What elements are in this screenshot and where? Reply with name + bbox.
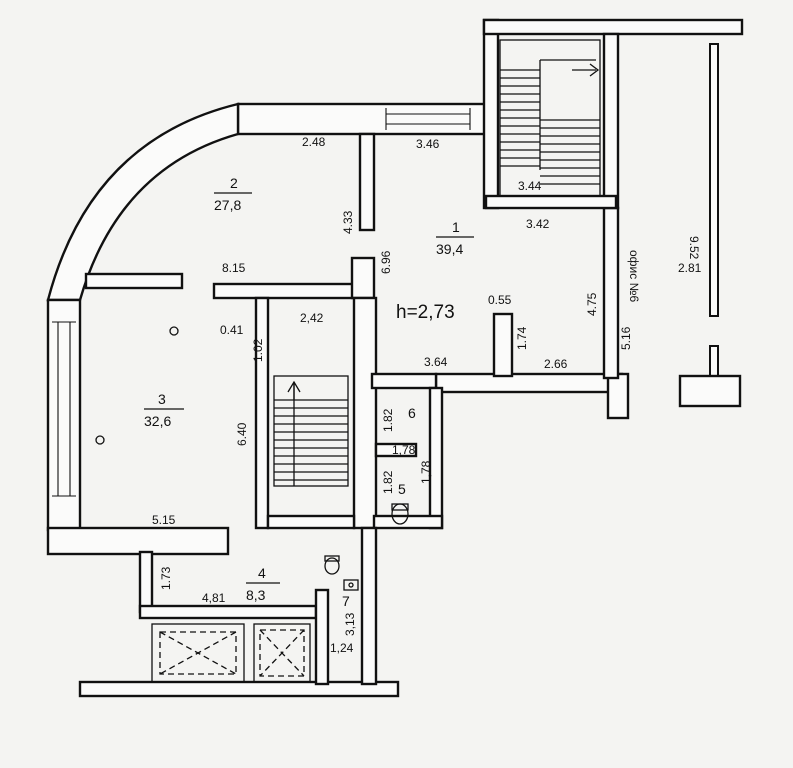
dimension: 5.16 [619, 326, 633, 350]
room-number: 2 [230, 175, 238, 191]
sink-room-7 [343, 579, 359, 591]
dimension: 1.82 [381, 470, 395, 494]
room-number: 5 [398, 481, 406, 497]
room-area: 8,3 [246, 587, 266, 603]
dimension: 0.55 [488, 293, 512, 307]
dimension: 6.40 [235, 422, 249, 446]
toilet-room-5 [391, 503, 409, 525]
dimension: 3.44 [518, 179, 542, 193]
dimension: 4,81 [202, 591, 226, 605]
dimension: 3,13 [343, 612, 357, 636]
windows [52, 108, 471, 497]
dimension: 5.15 [152, 513, 176, 527]
dimension: 4.33 [341, 210, 355, 234]
lift-shaft-right [253, 623, 311, 683]
dimension-labels: 2.48 3.46 3.44 3.42 4.33 6.96 8.15 0.41 … [152, 135, 702, 655]
lift-shaft-left [151, 623, 245, 683]
room-labels: 2 27,8 1 39,4 3 32,6 4 8,3 5 6 7 h=2,73 … [144, 175, 641, 609]
dimension: 1.74 [515, 326, 529, 350]
dimension: 8.15 [222, 261, 246, 275]
room-number: 4 [258, 565, 266, 581]
room-area: 27,8 [214, 197, 241, 213]
office-label: офис №6 [627, 250, 641, 302]
room-number: 6 [408, 405, 416, 421]
dimension: 2,42 [300, 311, 324, 325]
stairs-upper [499, 39, 601, 197]
dimension: 1.73 [159, 566, 173, 590]
column-marker [169, 326, 179, 336]
dimension: 1.82 [381, 408, 395, 432]
dimension: 2.48 [302, 135, 326, 149]
toilet-room-7 [324, 555, 340, 575]
ceiling-height: h=2,73 [396, 302, 455, 323]
dimension: 1,78 [419, 460, 433, 484]
outer-walls [46, 18, 744, 698]
inner-walls [84, 132, 514, 686]
room-number: 1 [452, 219, 460, 235]
dimension: 2.66 [544, 357, 568, 371]
dimension: 3.64 [424, 355, 448, 369]
dimension: 6.96 [379, 250, 393, 274]
dimension: 2.81 [678, 261, 702, 275]
dimension: 0.41 [220, 323, 244, 337]
dimension: 1,78 [392, 443, 416, 457]
dimension: 4.75 [585, 292, 599, 316]
stairs-core [273, 375, 349, 487]
dimension: 3.46 [416, 137, 440, 151]
room-area: 32,6 [144, 413, 171, 429]
column-marker [95, 435, 105, 445]
dimension: 1.02 [251, 338, 265, 362]
dimension: 1,24 [330, 641, 354, 655]
dimension: 9.52 [687, 236, 701, 260]
room-number: 7 [342, 593, 350, 609]
room-number: 3 [158, 391, 166, 407]
room-area: 39,4 [436, 241, 463, 257]
dimension: 3.42 [526, 217, 550, 231]
